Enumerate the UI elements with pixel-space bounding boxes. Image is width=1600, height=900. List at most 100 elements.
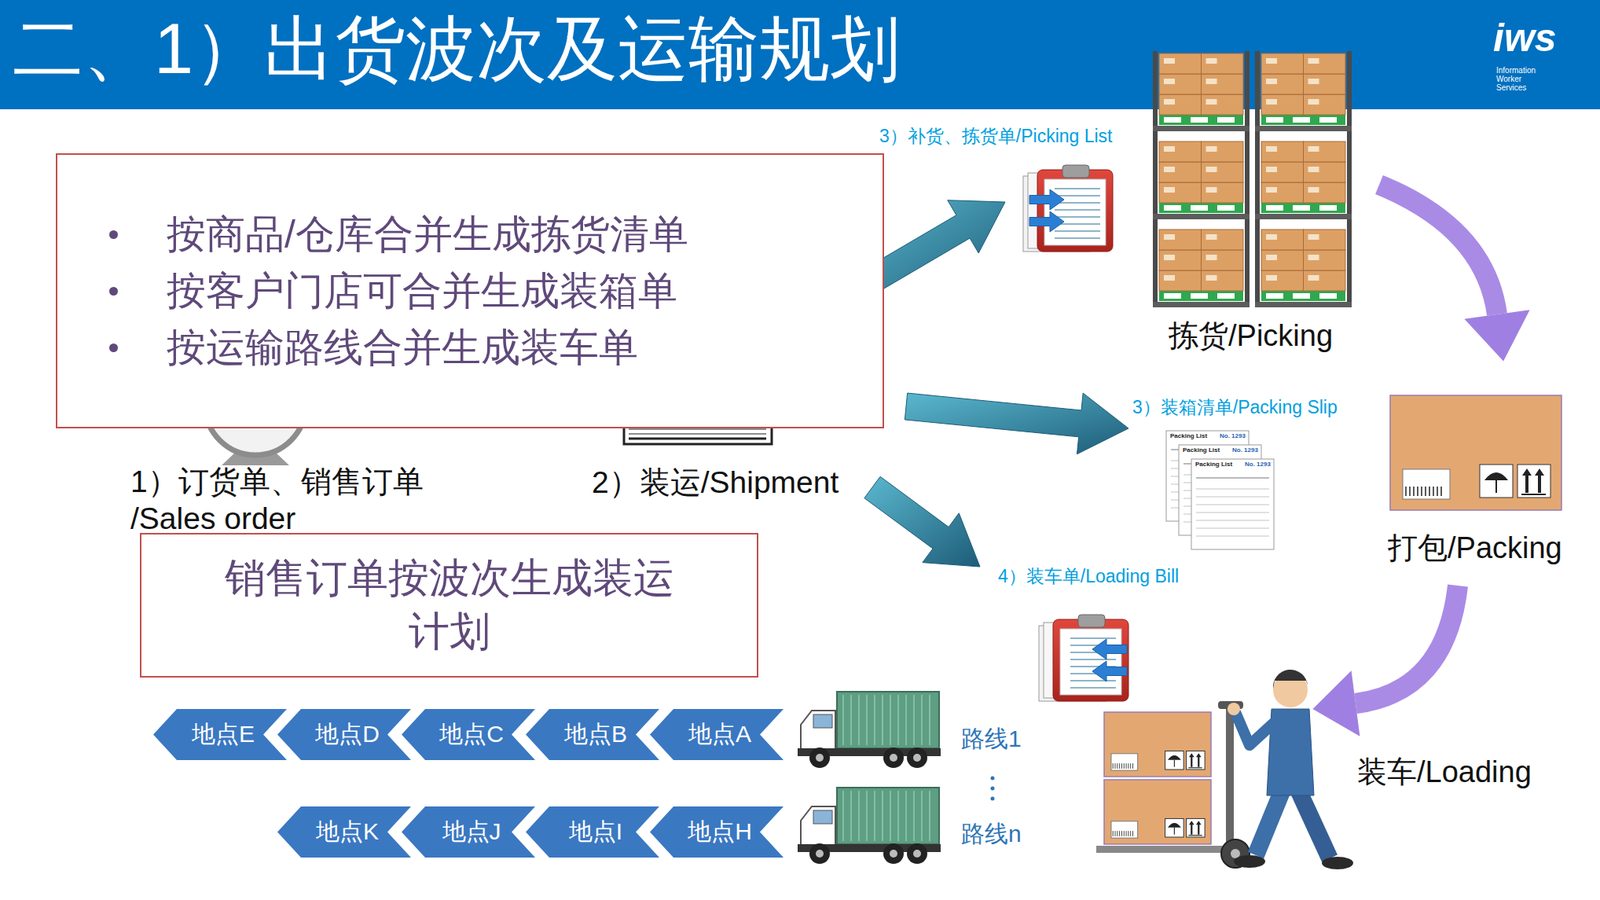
barcode-bar: [1132, 830, 1134, 837]
slip-heading: Packing List: [1182, 447, 1220, 454]
location-chevron: 地点D: [277, 708, 412, 760]
carton-label: [1163, 58, 1175, 64]
chevron-fill: [401, 708, 536, 760]
carton-label: [1266, 78, 1278, 85]
flow-arrow: [864, 476, 980, 567]
carton-label: [1163, 78, 1175, 85]
clipboard-paper: [1044, 179, 1106, 246]
logo-text: Worker: [1496, 75, 1522, 85]
barcode-bar: [1428, 486, 1431, 496]
pallet: [1159, 290, 1244, 301]
location-name: 地点C: [433, 718, 504, 751]
barcode-bar: [1112, 830, 1114, 837]
document-caption: 4）装车单/Loading Bill: [998, 565, 1179, 588]
chevron-fill: [277, 708, 412, 760]
slip-line: [1196, 520, 1270, 522]
bullet-row: 按商品/仓库合并生成拣货清单: [57, 205, 859, 263]
slide-title: 二、1）出货波次及运输规划: [12, 9, 901, 89]
carton-label: [1163, 234, 1175, 240]
carton-label: [1206, 166, 1218, 173]
up-arrow: [1196, 820, 1202, 834]
container-rib: [881, 790, 884, 841]
truck-plate: [1096, 845, 1240, 853]
carton: [1159, 73, 1202, 95]
truck-cab: [800, 806, 836, 846]
umbrella-symbol: [1484, 472, 1509, 481]
slip-number: No. 1293: [1219, 433, 1246, 440]
container-rib: [842, 790, 845, 841]
carton: [1159, 141, 1202, 162]
carton-label: [1206, 58, 1218, 64]
rack-beam: [1255, 301, 1352, 308]
carton-label: [1266, 166, 1278, 173]
up-arrow: [1522, 468, 1532, 493]
bullet-row: 按客户门店可合并生成装箱单: [57, 262, 859, 320]
bullet-dot: [109, 286, 118, 296]
this-way-up-icon: [1186, 818, 1206, 837]
logo-mark: iws: [1493, 14, 1557, 62]
location-chevron: 地点E: [153, 708, 287, 760]
paper-line: [1054, 194, 1101, 197]
carton: [1303, 141, 1347, 162]
location-name: 地点E: [185, 718, 255, 751]
pallet-slot: [1163, 293, 1182, 299]
carton: [1261, 73, 1304, 95]
paper-line: [1054, 187, 1101, 190]
pallet-slot: [1292, 117, 1311, 123]
carton-body: [1390, 395, 1562, 511]
plan-text: 销售订单按波次生成装运计划: [213, 551, 686, 658]
carton: [1303, 249, 1347, 271]
slip-line: [1196, 512, 1270, 514]
truck-wheel: [883, 747, 904, 768]
carton: [1201, 161, 1245, 183]
container-rib: [921, 694, 923, 745]
carton-label: [1206, 99, 1218, 105]
cab-window: [813, 714, 833, 728]
worker-arm: [1235, 711, 1278, 745]
location-name: 地点H: [681, 815, 753, 848]
truck-frame: [1225, 705, 1234, 852]
rack-beam: [1152, 125, 1250, 132]
carton-label: [1266, 254, 1278, 261]
umbrella-symbol: [1167, 822, 1182, 828]
location-name: 地点D: [308, 718, 380, 751]
carton: [1201, 270, 1245, 291]
carton-label: [1266, 58, 1278, 64]
pallet-slot: [1163, 117, 1182, 123]
umbrella-icon: [1479, 464, 1513, 498]
pallet-slot: [1190, 293, 1208, 299]
carton: [1201, 141, 1245, 162]
document-caption: 3）补货、拣货单/Picking List: [879, 125, 1113, 148]
pallet-slot: [1217, 293, 1235, 299]
barcode-bar: [1123, 830, 1125, 837]
container-rib: [873, 694, 876, 745]
umbrella-handle: [1174, 759, 1175, 767]
carton: [1261, 53, 1304, 74]
carton-label: [1308, 275, 1320, 281]
carton: [1201, 53, 1245, 74]
up-arrow: [1196, 752, 1202, 767]
carton: [1159, 270, 1202, 291]
chevron-fill: [525, 806, 660, 858]
pallet-slot: [1217, 205, 1235, 211]
step-name: 装车/Loading: [1357, 754, 1532, 791]
container-rib: [928, 694, 931, 745]
paper-line: [1054, 237, 1101, 239]
carton-body: [1104, 711, 1212, 777]
container-rib: [858, 694, 860, 745]
truck-cab: [800, 710, 836, 750]
truck-wheel: [906, 843, 928, 864]
clipboard: [1037, 169, 1113, 252]
rack-beam: [1255, 125, 1352, 132]
logo-text: Information: [1496, 66, 1536, 76]
warehouse-rack: [1152, 51, 1352, 308]
up-arrow: [1188, 820, 1195, 834]
pallet-slot: [1163, 205, 1182, 211]
paper-line: [1054, 216, 1101, 218]
bullet-text: 按运输路线合并生成装车单: [166, 321, 639, 375]
container-rib: [905, 790, 907, 841]
truck-wheel: [809, 843, 830, 864]
container-rib: [897, 694, 900, 745]
container-rib: [905, 694, 907, 745]
